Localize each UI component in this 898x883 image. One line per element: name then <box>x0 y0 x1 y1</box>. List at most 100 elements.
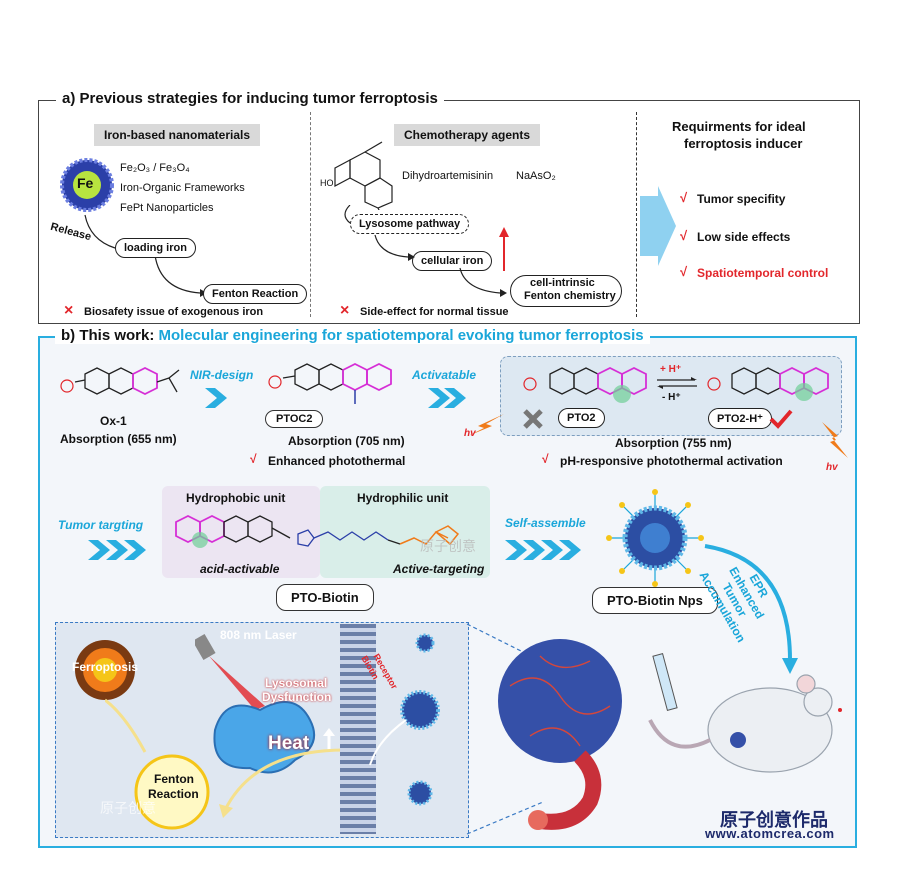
cell-intrinsic-label: cell-intrinsic <box>530 277 595 289</box>
panel-b-title: b) This work: Molecular engineering for … <box>55 327 650 344</box>
fenton-chemistry-label: Fenton chemistry <box>524 290 616 302</box>
fe-nanoparticle-icon <box>60 158 114 212</box>
nanoparticle-small-icon-1 <box>400 690 440 730</box>
fenton-label-1: Fenton <box>154 772 194 786</box>
blocked-x-icon <box>523 409 543 429</box>
fenton-glow-icon <box>134 754 210 830</box>
tumor-icon <box>498 639 622 830</box>
triple-chevron-icon-1 <box>88 540 146 560</box>
pto-biotin-structure-icon <box>175 514 460 548</box>
loading-iron-box: loading iron <box>115 238 196 258</box>
hydrophilic-label: Hydrophilic unit <box>357 491 449 505</box>
mouse-icon <box>648 653 842 773</box>
abs-655: Absorption (655 nm) <box>60 432 177 446</box>
ptoc2-label: PTOC2 <box>265 410 324 428</box>
cross-icon: × <box>64 302 74 319</box>
minus-h-label: - H⁺ <box>662 392 681 403</box>
dysfunction-label: Dysfunction <box>262 690 332 704</box>
ferroptosis-label: Ferroptosis <box>72 660 139 674</box>
faint-watermark-1: 原子创意 <box>100 800 156 816</box>
col1-header: Iron-based nanomaterials <box>94 124 261 146</box>
pto2h-label: PTO2-H⁺ <box>708 408 772 429</box>
tumor-targeting-label: Tumor targting <box>58 518 144 532</box>
col2-arrows <box>344 205 509 297</box>
iron-item-2: Iron-Organic Frameworks <box>120 182 245 194</box>
ptoc2-structure-icon <box>268 362 392 404</box>
check-icon-3: √ <box>680 264 688 279</box>
ho-label: HO <box>320 178 334 188</box>
chevron-right-icon <box>205 388 227 408</box>
cell-membrane <box>340 624 376 834</box>
nanoparticle-small-icon-3 <box>407 780 433 806</box>
acid-activable-label: acid-activable <box>200 562 280 576</box>
lightning-left-icon <box>468 414 504 436</box>
iron-item-3: FePt Nanoparticles <box>120 202 214 214</box>
brand-watermark: 原子创意作品 <box>720 810 828 830</box>
requirements-title-2: ferroptosis inducer <box>684 136 803 151</box>
nanoparticle-entry-arrow-icon <box>369 719 407 766</box>
cancer-cell-icon <box>213 701 315 774</box>
pto2-region <box>500 356 842 436</box>
col2-header: Chemotherapy agents <box>394 124 541 146</box>
drug-2: NaAsO₂ <box>516 170 556 182</box>
hydrophilic-bg <box>320 486 490 578</box>
enhanced-label: Enhanced photothermal <box>268 454 406 468</box>
equilibrium-arrows-icon <box>657 377 697 389</box>
iron-item-1: Fe₂O₃ / Fe₃O₄ <box>120 162 190 174</box>
dihydroartemisinin-structure-icon <box>334 141 393 210</box>
laser-beam-icon <box>195 633 265 710</box>
fenton-reaction-box: Fenton Reaction <box>203 284 308 304</box>
fenton-label-2: Reaction <box>148 787 199 801</box>
nanoparticle-small-icon-2 <box>415 633 435 653</box>
lightning-right-icon <box>822 422 848 458</box>
active-targeting-label: Active-targeting <box>393 562 485 576</box>
pto-biotin-label: PTO-Biotin <box>276 584 374 611</box>
cross-icon-2: × <box>340 302 350 319</box>
check-icon-5: √ <box>542 452 549 466</box>
cycle-arrows-icon <box>105 698 346 818</box>
quad-chevron-icon <box>505 540 581 560</box>
hydrophobic-bg <box>162 486 320 578</box>
pto-biotin-nps-label: PTO-Biotin Nps <box>592 587 718 614</box>
pto2-label: PTO2 <box>558 408 605 428</box>
faint-watermark-2: 原子创意 <box>420 538 476 554</box>
explosion-icon <box>75 640 135 700</box>
hv-left: hv <box>464 428 476 439</box>
ox1-label: Ox-1 <box>100 414 127 428</box>
panel-b-title-prefix: b) This work: <box>61 327 159 344</box>
col2-issue: Side-effect for normal tissue <box>360 306 509 318</box>
activatable-label: Activatable <box>412 368 477 382</box>
pto2-structure-icon <box>523 366 647 403</box>
check-icon-4: √ <box>250 452 257 466</box>
ph-responsive-label: pH-responsive photothermal activation <box>560 454 783 468</box>
laser-label: 808 nm Laser <box>220 628 297 642</box>
col1-issue: Biosafety issue of exogenous iron <box>84 306 264 318</box>
big-arrow-icon <box>640 186 676 266</box>
epr-arrow-icon <box>704 544 798 674</box>
heat-label: Heat <box>268 733 310 754</box>
cell-intrinsic-box <box>510 275 622 307</box>
check-mark-icon <box>769 409 793 429</box>
heat-up-arrow-icon <box>323 728 335 752</box>
double-chevron-icon <box>428 388 466 408</box>
self-assemble-label: Self-assemble <box>505 516 586 530</box>
hydrophobic-label: Hydrophobic unit <box>186 491 286 505</box>
lysosome-box: Lysosome pathway <box>350 214 470 234</box>
check-icon-2: √ <box>680 228 688 243</box>
requirements-title-1: Requirments for ideal <box>672 119 806 134</box>
check-icon-1: √ <box>680 190 688 205</box>
cellular-iron-box: cellular iron <box>412 251 493 271</box>
panel-a-title: a) Previous strategies for inducing tumo… <box>56 90 444 107</box>
nanoparticle-icon <box>606 489 704 587</box>
drug-1: Dihydroartemisinin <box>402 170 494 182</box>
pto2h-structure-icon <box>707 366 829 401</box>
divider-1 <box>310 112 311 317</box>
fe-label: Fe <box>77 175 94 191</box>
req-2: Low side effects <box>697 230 791 244</box>
lysosomal-label: Lysosomal <box>265 676 328 690</box>
abs-755: Absorption (755 nm) <box>615 436 732 450</box>
panel-b-title-main: Molecular engineering for spatiotemporal… <box>158 327 644 344</box>
url-watermark: www.atomcrea.com <box>705 826 835 841</box>
req-3: Spatiotemporal control <box>697 266 829 280</box>
nir-design-label: NIR-design <box>190 368 254 382</box>
